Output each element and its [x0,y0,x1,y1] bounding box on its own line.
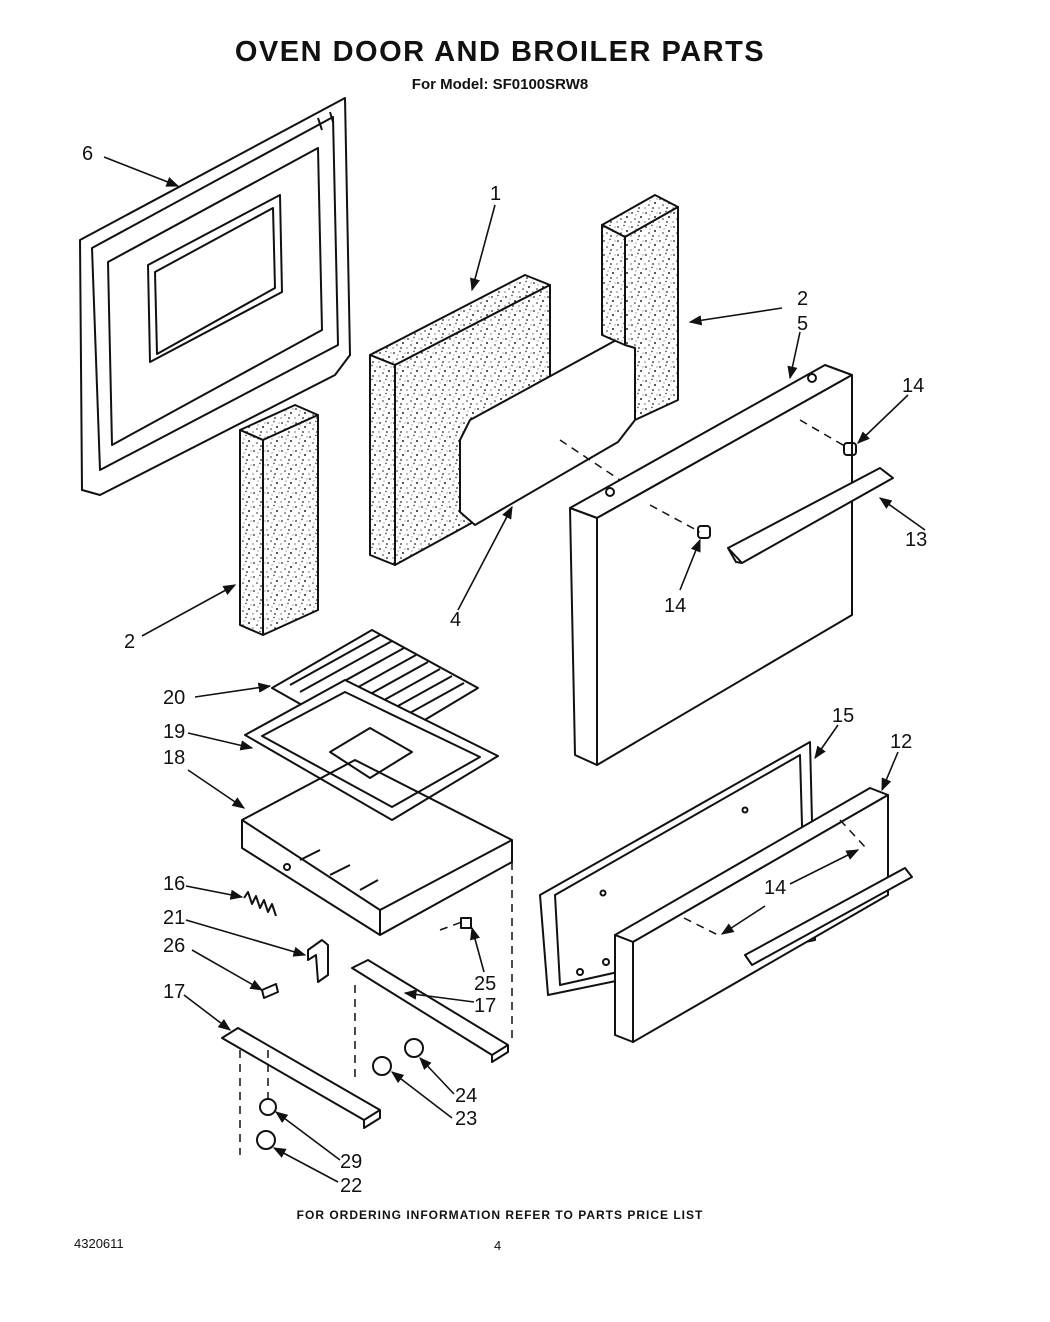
callout-24: 24 [455,1085,477,1107]
callout-2-left: 2 [124,631,135,653]
callout-13: 13 [905,529,927,551]
door-handle [727,467,894,564]
callout-14-door-lower: 14 [664,595,686,617]
roller-22 [256,1130,276,1150]
callout-18: 18 [163,747,185,769]
callout-21: 21 [163,907,185,929]
callout-6: 6 [82,143,93,165]
broiler-pan [241,759,513,936]
callout-12: 12 [890,731,912,753]
callout-17-right: 17 [474,995,496,1017]
callout-15: 15 [832,705,854,727]
inner-door-panel [79,97,351,496]
insulation-strip-left [239,404,319,636]
callout-14-drawer: 14 [764,877,786,899]
callout-19: 19 [163,721,185,743]
roller-24 [404,1038,424,1058]
screw [261,983,279,999]
latch-bracket [307,939,329,983]
slide-rail-right [351,959,509,1063]
assembly-lines [239,419,867,1155]
callout-2-right: 2 [797,288,808,310]
broiler-pan-insert [244,679,499,821]
outer-door-panel [569,364,853,766]
roller-29 [259,1098,277,1116]
leader-lines [103,156,926,1183]
callout-1: 1 [490,183,501,205]
callout-17-left: 17 [163,981,185,1003]
callout-29: 29 [340,1151,362,1173]
slide-rail-left [221,1027,381,1129]
callout-26: 26 [163,935,185,957]
callout-22: 22 [340,1175,362,1197]
page-title: OVEN DOOR AND BROILER PARTS [234,36,766,68]
spacer-door-upper [843,442,857,456]
document-number: 4320611 [74,1236,124,1251]
callout-14-door-upper: 14 [902,375,924,397]
spring [243,891,277,917]
clip [460,917,472,929]
callout-20: 20 [163,687,185,709]
callout-5: 5 [797,313,808,335]
callout-25: 25 [474,973,496,995]
callout-labels: 6 1 2 5 14 13 14 4 2 20 19 18 15 12 14 1… [82,143,927,1197]
drawer-front [614,787,889,1043]
page-number: 4 [494,1238,502,1253]
callout-23: 23 [455,1108,477,1130]
spacer-door-lower [697,525,711,539]
drawer-handle [744,867,913,966]
ordering-note: FOR ORDERING INFORMATION REFER TO PARTS … [296,1208,704,1222]
insulation-strip-right [601,194,679,421]
callout-16: 16 [163,873,185,895]
callout-4: 4 [450,609,461,631]
model-subtitle: For Model: SF0100SRW8 [411,76,589,93]
roller-23 [372,1056,392,1076]
